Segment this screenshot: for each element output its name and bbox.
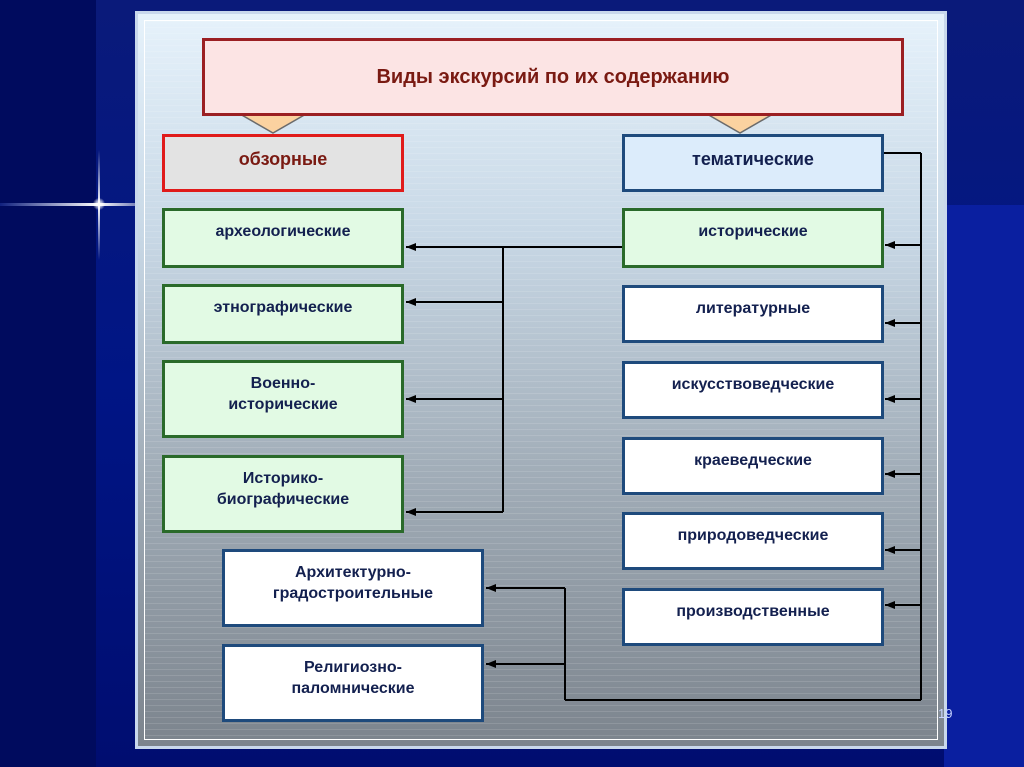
- item-natural-history: природоведческие: [622, 512, 884, 570]
- item-architectural: Архитектурно- градостроительные: [222, 549, 484, 627]
- slide-left-band: [0, 0, 96, 767]
- diagram-title: Виды экскурсий по их содержанию: [202, 38, 904, 116]
- item-ethnographic: этнографические: [162, 284, 404, 344]
- item-literary: литературные: [622, 285, 884, 343]
- item-local-history: краеведческие: [622, 437, 884, 495]
- item-industrial: производственные: [622, 588, 884, 646]
- thematic-category: тематические: [622, 134, 884, 192]
- page-number: 19: [938, 706, 953, 721]
- thematic-connector: [486, 152, 922, 701]
- item-archaeological: археологические: [162, 208, 404, 268]
- item-historical-biographical: Историко- биографические: [162, 455, 404, 533]
- item-religious: Религиозно- паломнические: [222, 644, 484, 722]
- sparkle-horizontal: [0, 203, 140, 206]
- item-historical: исторические: [622, 208, 884, 268]
- item-art-history: искусствоведческие: [622, 361, 884, 419]
- overview-category: обзорные: [162, 134, 404, 192]
- historical-connector: [406, 243, 622, 516]
- sparkle-icon: [93, 198, 105, 210]
- slide-right-band: [944, 205, 1024, 767]
- item-military-historical: Военно- исторические: [162, 360, 404, 438]
